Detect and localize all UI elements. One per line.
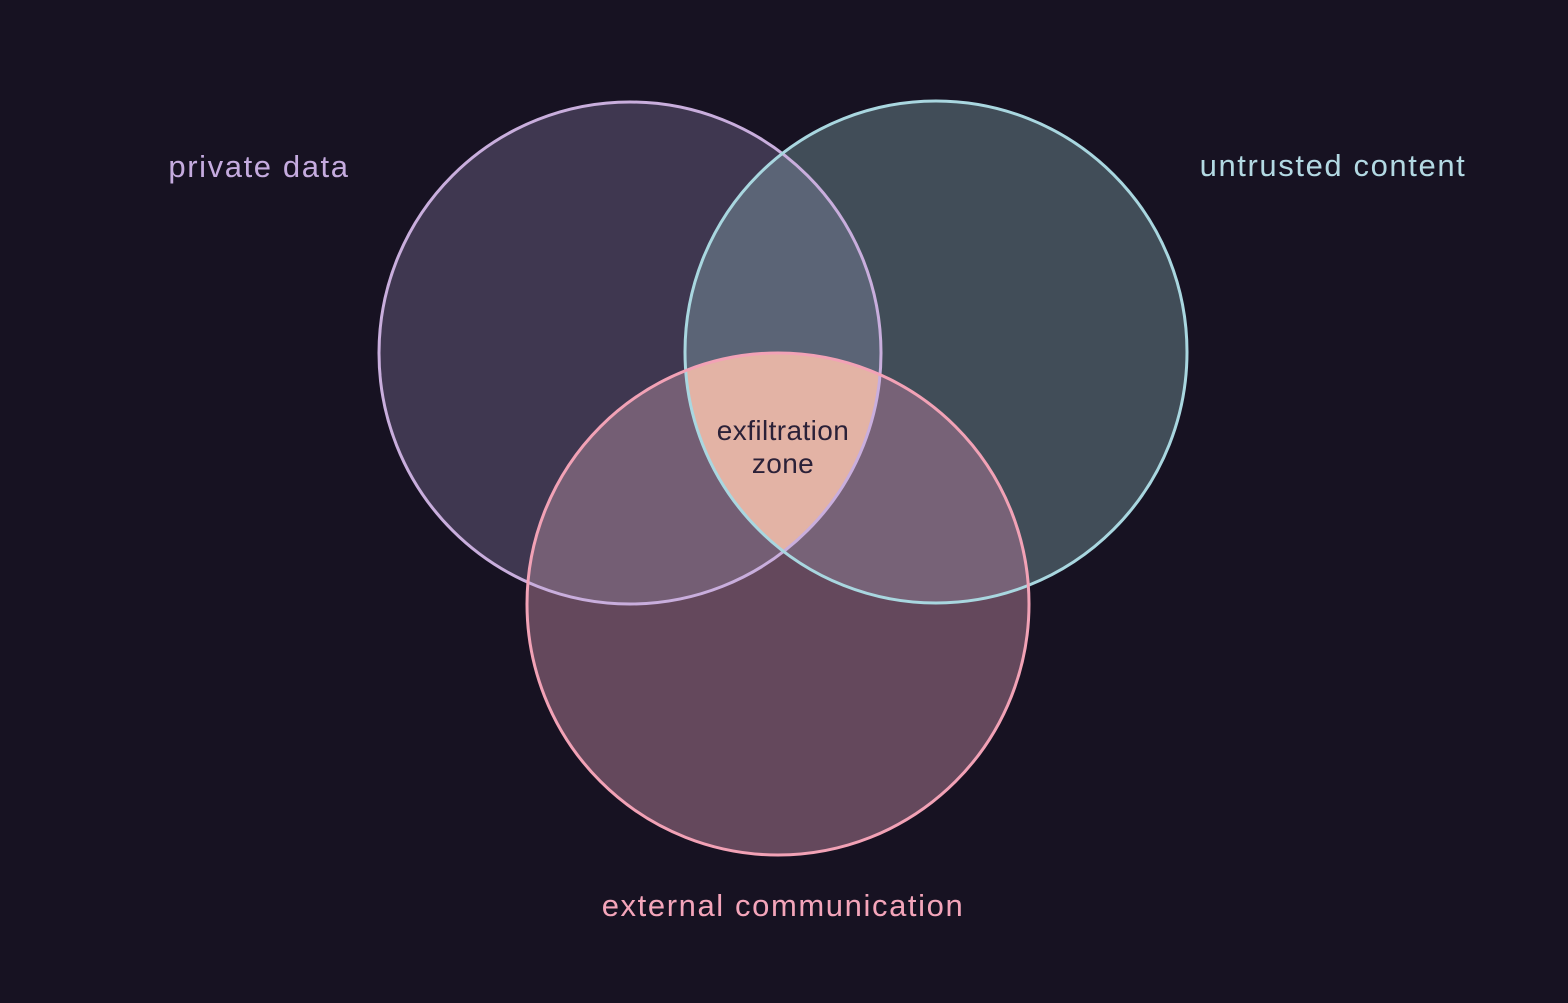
label-external-communication: external communication (601, 888, 965, 923)
overlap-untrusted-external (685, 353, 1029, 603)
circle-untrusted-content-outline (683, 99, 1189, 605)
circle-private-data-outline (377, 100, 883, 606)
label-private-data: private data (168, 149, 350, 184)
label-exfiltration-zone: exfiltration zone (716, 415, 850, 479)
circle-external-communication-outline (525, 351, 1031, 857)
label-untrusted-content: untrusted content (1199, 148, 1467, 183)
overlap-private-external (527, 353, 881, 604)
